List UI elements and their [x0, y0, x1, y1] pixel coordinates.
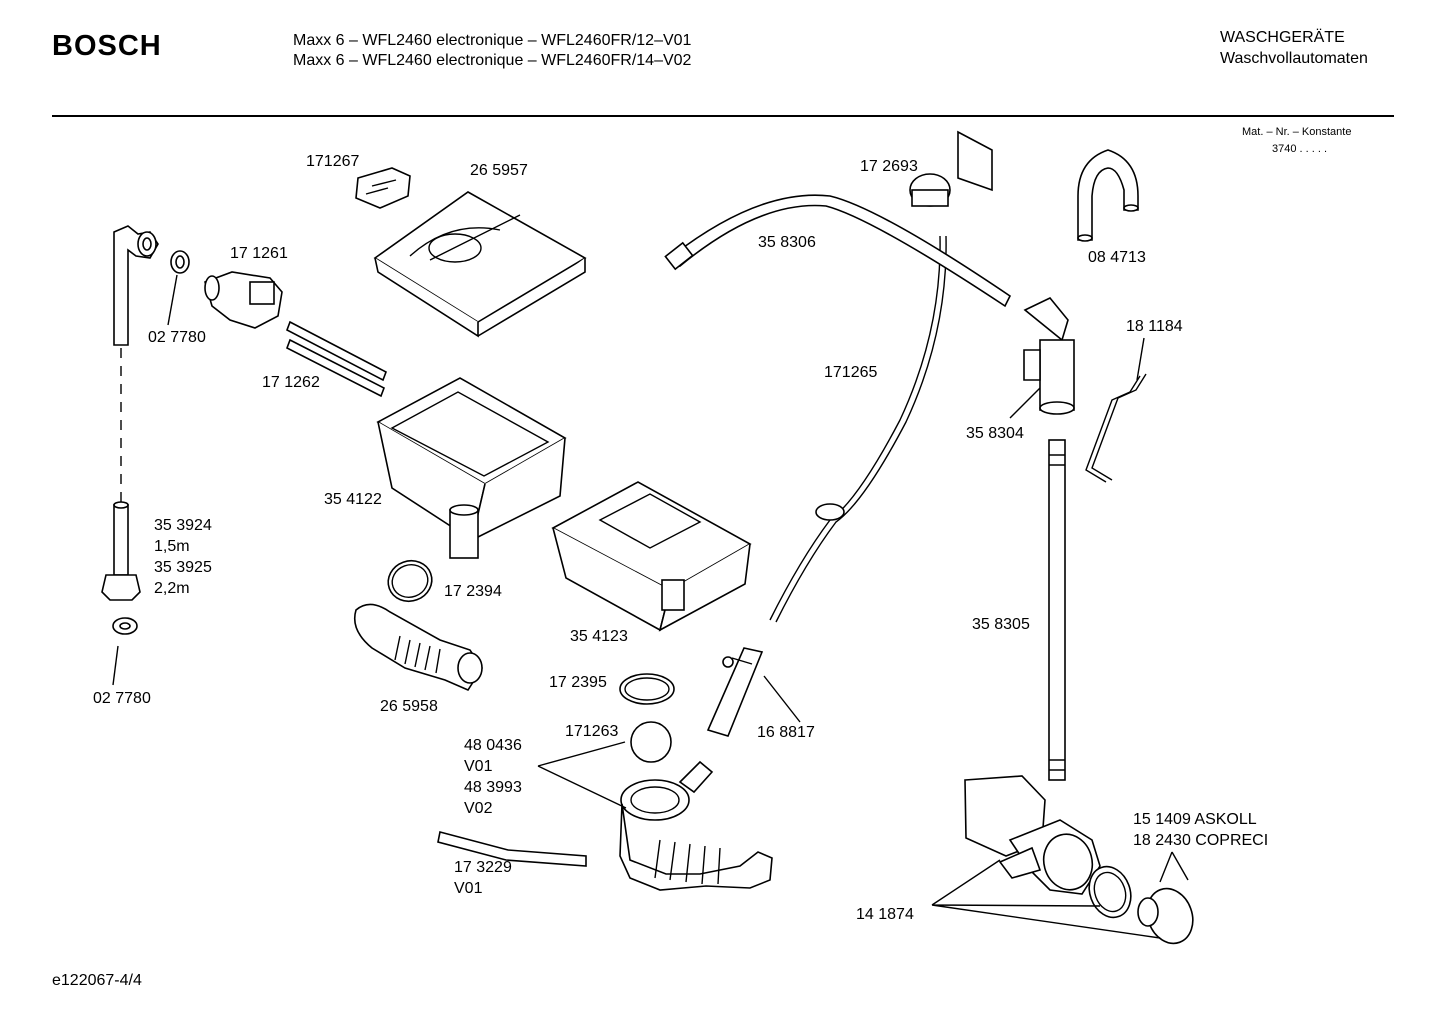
part-label: 02 7780	[148, 329, 206, 346]
part-label: 35 4123	[570, 628, 628, 645]
part-label: 17 3229	[454, 859, 512, 876]
leader	[1159, 851, 1189, 883]
ring-17-2395	[619, 673, 675, 705]
part-label: V01	[454, 880, 483, 897]
part-label: 1,5m	[154, 538, 190, 555]
part-label: 26 5957	[470, 162, 528, 179]
drain-sump-35-8304	[1023, 297, 1075, 415]
part-label: 48 3993	[464, 779, 522, 796]
model-line-2: Maxx 6 – WFL2460 electronique – WFL2460F…	[293, 52, 692, 69]
tube-a	[286, 320, 387, 382]
part-label: 15 1409 ASKOLL	[1133, 811, 1257, 828]
drain-pump	[964, 775, 1101, 895]
ring-17-2394	[387, 559, 433, 603]
part-label: 16 8817	[757, 724, 815, 741]
ball-171263	[630, 721, 672, 763]
detergent-drawer-frame	[373, 191, 587, 338]
part-label: 35 8305	[972, 616, 1030, 633]
part-label: 17 2693	[860, 158, 918, 175]
vent-hose-35-8306	[670, 194, 1012, 308]
grommet	[815, 503, 845, 521]
model-line-1: Maxx 6 – WFL2460 electronique – WFL2460F…	[293, 32, 692, 49]
category-title: WASCHGERÄTE	[1220, 29, 1345, 46]
mat-nr-value: 3740 . . . . .	[1272, 143, 1328, 155]
bellows-hose-26-5958	[353, 603, 483, 692]
hose-17-3229	[437, 831, 587, 867]
part-label: 35 3925	[154, 559, 212, 576]
bracket-171267	[355, 167, 411, 209]
brand-logo: BOSCH	[52, 30, 162, 62]
hose-bracket-08-4713	[1077, 149, 1139, 242]
part-label: 171263	[565, 723, 619, 740]
mat-nr-label: Mat. – Nr. – Konstante	[1242, 126, 1352, 138]
sump-hose-48-0436	[619, 760, 773, 891]
part-label: 02 7780	[93, 690, 151, 707]
leader	[1136, 337, 1145, 381]
header-divider	[52, 115, 1394, 117]
inlet-valve	[204, 271, 283, 329]
part-label: 18 1184	[1126, 318, 1183, 335]
seal-ring-02-7780-a	[170, 250, 190, 274]
part-label: 26 5958	[380, 698, 438, 715]
category-subtitle: Waschvollautomaten	[1220, 50, 1368, 67]
part-label: 17 2395	[549, 674, 607, 691]
detergent-drawer-35-4123	[551, 481, 752, 632]
part-label: 35 8306	[758, 234, 816, 251]
leader	[537, 741, 627, 809]
wire-18-1184	[1085, 375, 1141, 483]
leader	[1009, 387, 1041, 419]
inlet-hose-elbow	[113, 225, 159, 346]
pressure-hose-171265	[769, 235, 941, 621]
part-label: 171265	[824, 364, 878, 381]
part-label: 2,2m	[154, 580, 190, 597]
part-label: V02	[464, 800, 493, 817]
part-label: 17 1261	[230, 245, 288, 262]
tube-b	[286, 338, 385, 398]
pressure-switch-17-2693	[909, 130, 993, 207]
part-label: 17 2394	[444, 583, 502, 600]
part-label: 17 1262	[262, 374, 320, 391]
seal-ring-02-7780-b	[112, 617, 138, 635]
pump-filter	[1137, 887, 1194, 945]
part-label: 48 0436	[464, 737, 522, 754]
hose-35-8305	[1048, 439, 1066, 781]
inlet-hose-end	[101, 501, 141, 601]
part-label: 35 4122	[324, 491, 382, 508]
leader-14-1874	[931, 859, 1161, 939]
hose-fitting-16-8817	[706, 647, 764, 737]
part-label: 08 4713	[1088, 249, 1146, 266]
detergent-drawer-housing	[376, 377, 567, 559]
leader	[167, 274, 178, 326]
part-label: V01	[464, 758, 493, 775]
leader	[112, 645, 119, 686]
leader	[763, 675, 801, 723]
part-label: 35 8304	[966, 425, 1024, 442]
part-label: 14 1874	[856, 906, 914, 923]
part-label: 171267	[306, 153, 360, 170]
part-label: 18 2430 COPRECI	[1133, 832, 1269, 849]
drawing-code: e122067-4/4	[52, 972, 142, 989]
part-label: 35 3924	[154, 517, 212, 534]
